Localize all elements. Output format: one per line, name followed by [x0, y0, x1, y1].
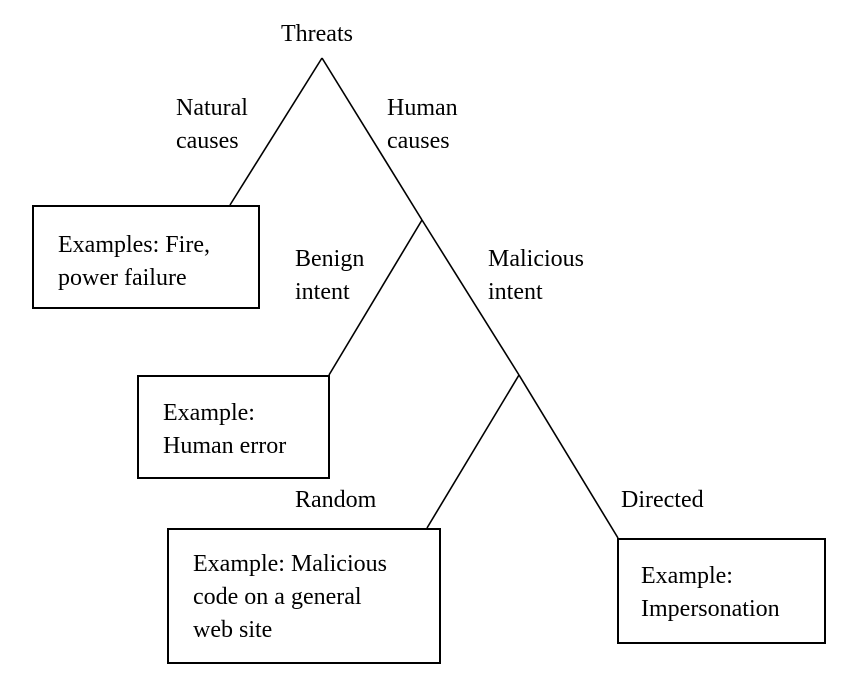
example-text-directed: Example: Impersonation — [641, 560, 780, 626]
example-box-random: Example: Malicious code on a general web… — [167, 528, 441, 664]
example-random-line2: code on a general — [193, 584, 362, 610]
branch-label-malicious-line1: Malicious — [488, 246, 584, 272]
branch-label-malicious-line2: intent — [488, 279, 543, 305]
branch-label-malicious-intent: Malicious intent — [488, 243, 584, 309]
edge-human-malicious — [421, 219, 520, 376]
example-random-line1: Example: Malicious — [193, 551, 387, 577]
example-natural-line2: power failure — [58, 265, 187, 291]
edge-human-benign — [328, 219, 423, 376]
example-text-random: Example: Malicious code on a general web… — [193, 548, 387, 647]
example-directed-line1: Example: — [641, 563, 733, 589]
example-benign-line2: Human error — [163, 433, 287, 459]
example-box-directed: Example: Impersonation — [617, 538, 826, 644]
branch-label-human-line2: causes — [387, 128, 450, 154]
branch-label-benign-line1: Benign — [295, 246, 365, 272]
example-directed-line2: Impersonation — [641, 596, 780, 622]
branch-label-human-causes: Human causes — [387, 92, 458, 158]
edge-malicious-directed — [518, 374, 619, 539]
branch-label-random: Random — [295, 487, 377, 513]
example-benign-line1: Example: — [163, 400, 255, 426]
branch-label-natural-line1: Natural — [176, 95, 248, 121]
edge-malicious-random — [426, 374, 520, 529]
branch-label-human-line1: Human — [387, 95, 458, 121]
example-box-natural: Examples: Fire, power failure — [32, 205, 260, 309]
edge-threats-human — [321, 57, 423, 221]
example-random-line3: web site — [193, 617, 273, 643]
branch-label-natural-causes: Natural causes — [176, 92, 248, 158]
edge-threats-natural — [229, 57, 323, 206]
branch-label-directed: Directed — [621, 487, 704, 513]
example-box-benign: Example: Human error — [137, 375, 330, 479]
example-text-natural: Examples: Fire, power failure — [58, 229, 210, 295]
branch-label-benign-line2: intent — [295, 279, 350, 305]
example-natural-line1: Examples: Fire, — [58, 232, 210, 258]
root-label: Threats — [281, 21, 353, 47]
branch-label-natural-line2: causes — [176, 128, 239, 154]
example-text-benign: Example: Human error — [163, 397, 286, 463]
branch-label-benign-intent: Benign intent — [295, 243, 364, 309]
